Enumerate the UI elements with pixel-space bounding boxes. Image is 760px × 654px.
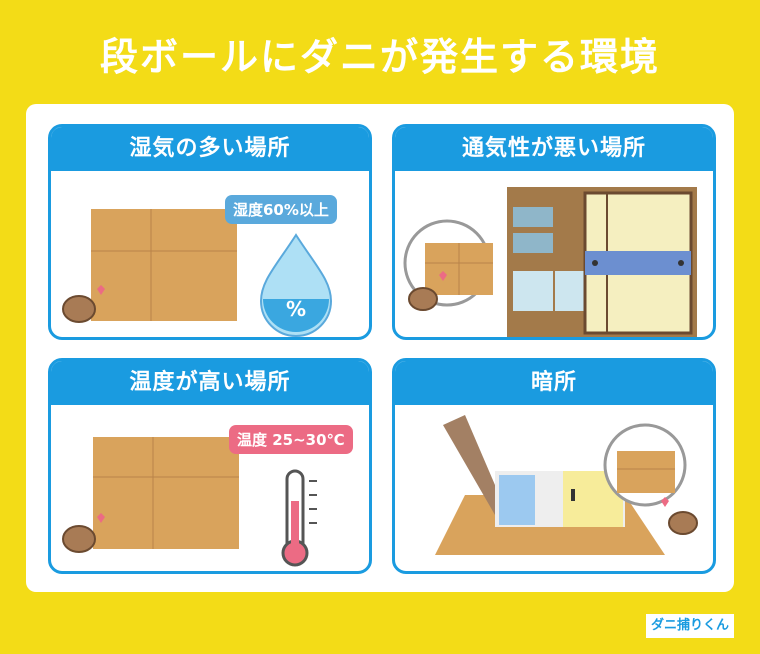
brand-logo: ダニ捕りくん xyxy=(646,614,734,638)
cardboard-box-icon xyxy=(93,437,239,549)
floor-storage-icon xyxy=(435,415,665,555)
svg-text:%: % xyxy=(286,297,306,321)
water-drop-icon: % xyxy=(259,233,333,337)
card-humid: 湿気の多い場所 % 湿度60%以上 xyxy=(48,124,372,340)
sliding-door-icon xyxy=(583,191,693,335)
zoom-circle-icon xyxy=(603,423,687,507)
cardboard-box-icon xyxy=(91,209,237,321)
closet-illustration xyxy=(403,187,697,337)
mite-icon xyxy=(62,513,105,553)
thermometer-icon xyxy=(281,469,317,567)
mite-icon xyxy=(661,497,698,535)
card-heading: 暗所 xyxy=(395,361,713,405)
card-heading: 湿気の多い場所 xyxy=(51,127,369,171)
card-heading: 通気性が悪い場所 xyxy=(395,127,713,171)
dark-place-illustration xyxy=(435,415,698,555)
card-poor-ventilation: 通気性が悪い場所 xyxy=(392,124,716,340)
mite-icon xyxy=(408,271,447,311)
card-dark-place: 暗所 xyxy=(392,358,716,574)
zoom-circle-icon xyxy=(403,219,493,307)
humidity-badge: 湿度60%以上 xyxy=(225,195,337,224)
temperature-illustration xyxy=(62,437,317,567)
temperature-badge: 温度 25~30℃ xyxy=(229,425,353,454)
mite-icon xyxy=(62,285,105,323)
card-high-temperature: 温度が高い場所 温度 25~30℃ xyxy=(48,358,372,574)
card-heading: 温度が高い場所 xyxy=(51,361,369,405)
page-title: 段ボールにダニが発生する環境 xyxy=(99,35,660,79)
humid-illustration: % xyxy=(62,209,333,337)
